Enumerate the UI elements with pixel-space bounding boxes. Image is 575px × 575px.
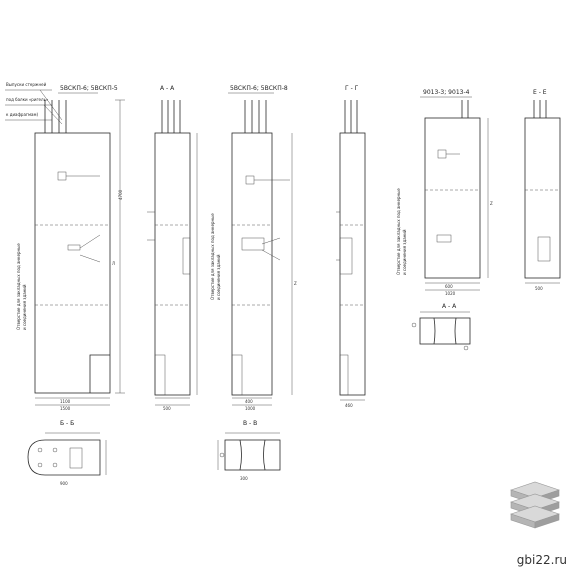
v3-side-note-2: и соединения зданий <box>216 254 221 300</box>
view-1-column-elevation: 5ВСКП-6; 5ВСКП-5 4700 Л 1100 1500 Отверс… <box>16 85 125 411</box>
note-line-2: под балки «ригель» <box>6 97 49 102</box>
v5-side-note: Отверстие для закладных под анкерные <box>396 188 401 275</box>
v2-dim-bottom: 500 <box>163 406 171 411</box>
logo-icon <box>510 481 560 529</box>
view-5-title: 9013-3; 9013-4 <box>423 89 470 96</box>
v1-dim-bottom-1: 1100 <box>60 399 71 404</box>
section-vv: В - В 300 <box>217 420 281 481</box>
note-line-3: к диафрагмам) <box>6 112 39 117</box>
view-2-section-a: А - А 500 <box>147 85 198 411</box>
section-bb-dim: 900 <box>60 481 68 486</box>
view-4-title: Г - Г <box>345 85 359 92</box>
view-6-title: Е - Е <box>533 89 547 96</box>
v3-dim-bottom-1: 400 <box>245 399 253 404</box>
note-line-1: Выпуски стержней <box>6 82 47 87</box>
v5-dim-z: Z <box>490 201 493 206</box>
top-left-notes: Выпуски стержней под балки «ригель» к ди… <box>5 82 63 125</box>
section-vv-title: В - В <box>243 420 257 427</box>
view-3-title: 5ВСКП-6; 5ВСКП-8 <box>230 85 288 92</box>
view-4-section-g: Г - Г 460 <box>336 85 366 408</box>
section-bb-title: Б - Б <box>60 420 74 427</box>
section-bb: Б - Б 900 <box>27 420 107 486</box>
v6-dim-bottom: 500 <box>535 286 543 291</box>
v1-dim-bottom-2: 1500 <box>60 406 71 411</box>
section-vv-dim: 300 <box>240 476 248 481</box>
watermark-text[interactable]: gbi22.ru <box>516 553 567 567</box>
v1-side-note-2: и соединения зданий <box>22 284 27 330</box>
v5-dim-bottom-1: 600 <box>445 284 453 289</box>
v4-dim-bottom: 460 <box>345 403 353 408</box>
v5-side-note-2: и соединения зданий <box>402 229 407 275</box>
v3-side-note: Отверстие для закладных под анкерные <box>210 213 215 300</box>
view-6-section-e: Е - Е 500 <box>524 89 561 291</box>
v1-side-note: Отверстие для закладных под анкерные <box>16 243 21 330</box>
v3-dim-z: Z <box>294 281 297 286</box>
view-2-title: А - А <box>160 85 175 92</box>
section-aa-title: А - А <box>442 303 457 310</box>
v3-dim-bottom-2: 1000 <box>245 406 256 411</box>
v1-dim-l: Л <box>112 261 115 266</box>
v5-dim-bottom-2: 1020 <box>445 291 456 296</box>
view-5-column-elevation: 9013-3; 9013-4 600 1020 Z Отверстие для … <box>396 89 493 296</box>
view-1-title: 5ВСКП-6; 5ВСКП-5 <box>60 85 118 92</box>
view-3-column-elevation: 5ВСКП-6; 5ВСКП-8 Z 400 1000 Отверстие дл… <box>210 85 297 411</box>
v1-dim-height: 4700 <box>118 189 123 200</box>
section-aa-small: А - А <box>411 303 471 351</box>
